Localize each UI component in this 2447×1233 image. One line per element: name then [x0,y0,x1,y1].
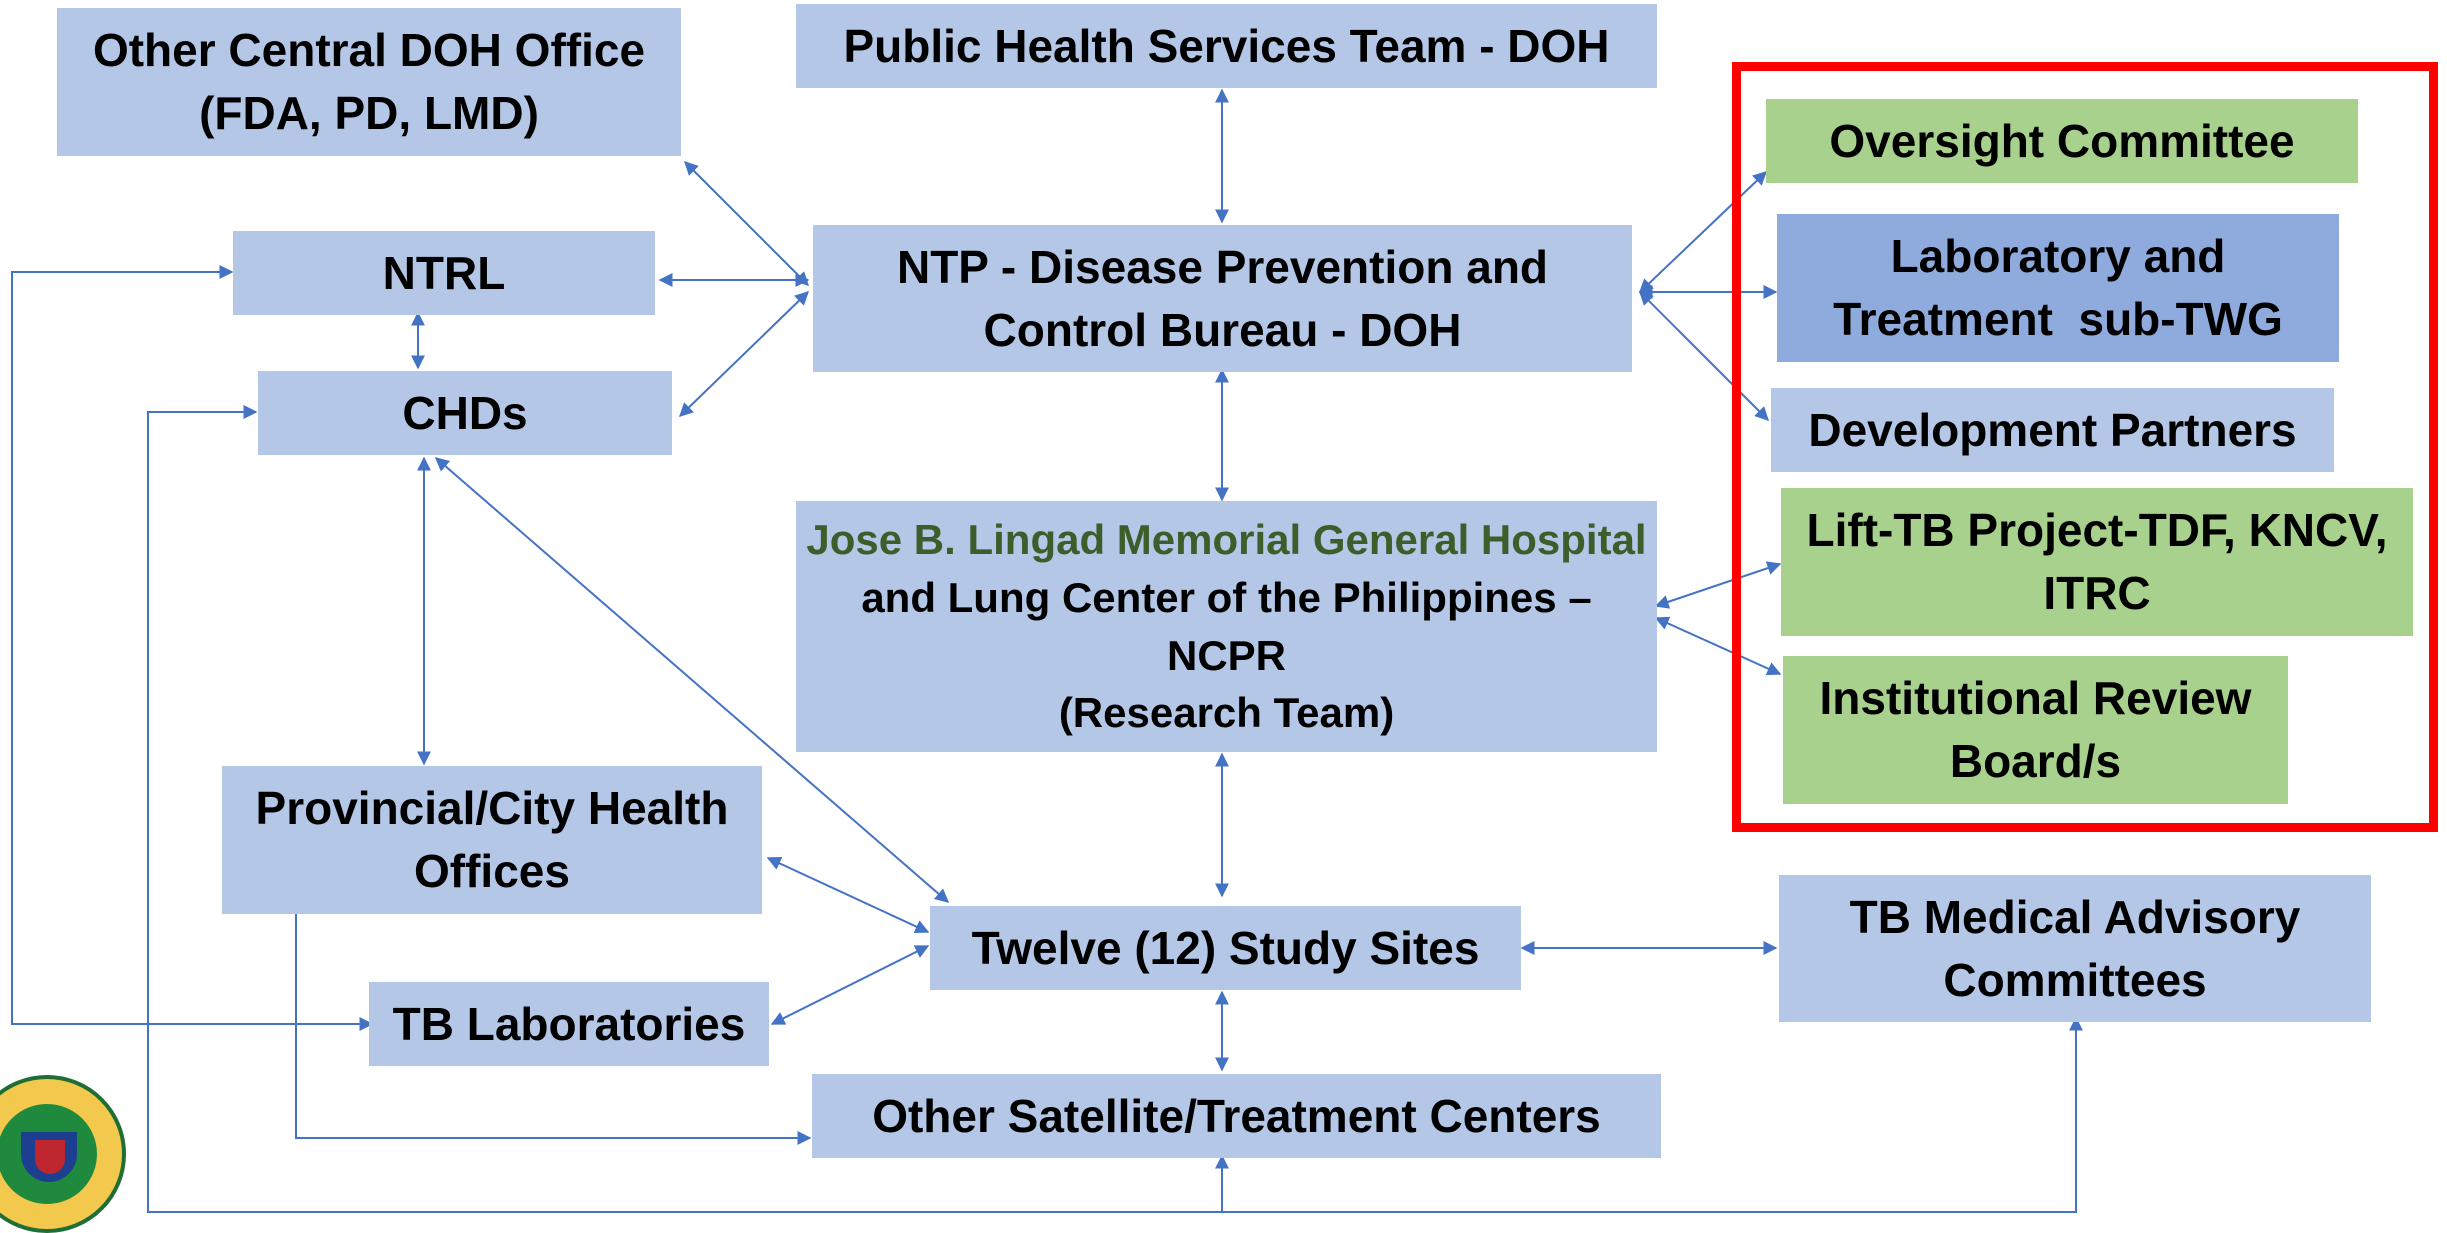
ntp-line-1: NTP - Disease Prevention and [896,240,1549,293]
study-sites-label: Twelve (12) Study Sites [971,921,1480,974]
research-line-3: (Research Team) [1058,689,1395,737]
irb-line-2: Board/s [1949,735,2122,787]
tb-medical-advisory-box: TB Medical Advisory Committees [1779,875,2371,1022]
research-hospital-name: Jose B. Lingad Memorial General Hospital [806,515,1647,563]
tb-medical-line-1: TB Medical Advisory [1849,890,2301,943]
edge-ntp-oversight [1638,171,1768,293]
research-line-1: and Lung Center of the Philippines – [861,573,1592,621]
seal-inner-ring [0,1101,100,1207]
laboratory-treatment-subtwg-box: Laboratory and Treatment sub-TWG [1777,214,2339,362]
research-team-box: Jose B. Lingad Memorial General Hospital… [796,501,1657,752]
tb-laboratories-label: TB Laboratories [392,997,746,1050]
edge-provincial-study [766,856,930,934]
provincial-line-2: Offices [414,845,570,897]
seal-shield-red-icon [35,1140,65,1174]
edge-ntrl-tblabs-loop [11,265,374,1031]
department-of-health-seal-logo [0,1075,126,1233]
ntrl-label: NTRL [382,246,506,299]
edge-bottom-loop [147,405,2083,1213]
lift-tb-line-1: Lift-TB Project-TDF, KNCV, [1806,504,2388,557]
study-sites-box: Twelve (12) Study Sites [930,906,1521,990]
other-satellite-centers-box: Other Satellite/Treatment Centers [812,1074,1661,1158]
lab-treatment-line-1: Laboratory and [1890,230,2226,283]
ntrl-box: NTRL [233,231,655,315]
development-partners-label: Development Partners [1808,403,2297,456]
edge-tblabs-study [770,945,930,1025]
development-partners-box: Development Partners [1771,388,2334,472]
lift-tb-project-box: Lift-TB Project-TDF, KNCV, ITRC [1781,488,2413,636]
ntp-box: NTP - Disease Prevention and Control Bur… [813,225,1632,372]
research-line-2: NCPR [1166,631,1286,679]
ntp-line-2: Control Bureau - DOH [983,303,1462,356]
irb-line-1: Institutional Review [1819,672,2252,725]
partners-highlight-border [1732,62,2438,832]
other-central-line-1: Other Central DOH Office [92,24,646,77]
tb-laboratories-box: TB Laboratories [369,982,769,1066]
tb-medical-line-2: Committees [1943,953,2207,1006]
other-satellite-label: Other Satellite/Treatment Centers [872,1089,1601,1142]
oversight-label: Oversight Committee [1829,114,2295,167]
provincial-city-health-box: Provincial/City Health Offices [222,766,762,914]
public-health-services-box: Public Health Services Team - DOH [796,4,1657,88]
other-central-line-2: (FDA, PD, LMD) [199,87,539,139]
edge-chds-ntp [678,291,810,417]
chds-label: CHDs [402,386,528,439]
provincial-line-1: Provincial/City Health [255,782,729,835]
institutional-review-board-box: Institutional Review Board/s [1783,656,2288,804]
other-central-doh-office-box: Other Central DOH Office (FDA, PD, LMD) [57,8,681,156]
lab-treatment-line-2: Treatment sub-TWG [1833,293,2283,345]
oversight-committee-box: Oversight Committee [1766,99,2358,183]
edge-ntp-devpartners [1639,291,1769,421]
public-health-label: Public Health Services Team - DOH [843,19,1610,72]
edge-othercentral-ntp [684,161,809,286]
lift-tb-line-2: ITRC [2043,567,2151,619]
chds-box: CHDs [258,371,672,455]
